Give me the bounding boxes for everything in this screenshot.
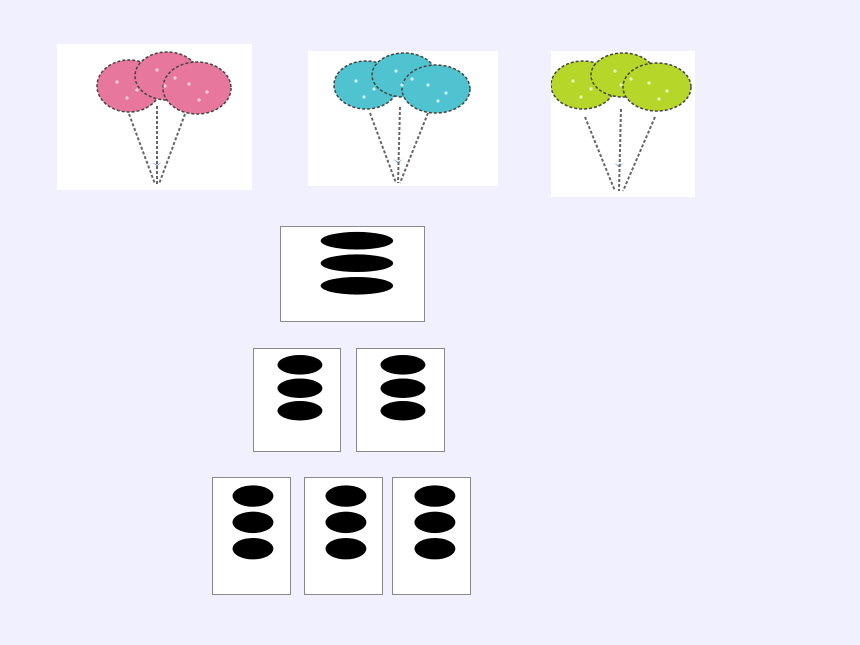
dot bbox=[320, 276, 394, 295]
dot bbox=[232, 485, 274, 507]
balloon-bunch-icon bbox=[551, 52, 692, 192]
dot-box-bottom-3 bbox=[392, 477, 471, 595]
dot-box-top bbox=[280, 226, 425, 322]
dot bbox=[325, 511, 367, 534]
dot bbox=[277, 378, 323, 399]
dot-box-bottom-1 bbox=[212, 477, 291, 595]
dot bbox=[414, 511, 456, 534]
dot bbox=[414, 537, 456, 560]
dot bbox=[232, 537, 274, 560]
dot bbox=[325, 485, 367, 507]
dot-group bbox=[414, 485, 456, 560]
dot-group bbox=[277, 355, 323, 421]
dot bbox=[325, 537, 367, 560]
balloon-card-lime bbox=[551, 51, 695, 197]
dot bbox=[380, 378, 426, 399]
dot bbox=[277, 400, 323, 421]
dot-group bbox=[232, 485, 274, 560]
dot-group bbox=[325, 485, 367, 560]
balloon-card-teal bbox=[308, 51, 498, 186]
dot-group bbox=[380, 355, 426, 421]
dot-group bbox=[320, 231, 394, 295]
balloon-bunch-icon bbox=[333, 52, 471, 184]
dot bbox=[380, 400, 426, 421]
dot bbox=[232, 511, 274, 534]
dot-box-middle-2 bbox=[356, 348, 445, 452]
balloon-card-pink bbox=[57, 44, 252, 190]
balloon-bunch-icon bbox=[96, 51, 232, 185]
dot bbox=[320, 254, 394, 273]
dot bbox=[320, 231, 394, 250]
dot bbox=[277, 355, 323, 375]
dot-box-middle-1 bbox=[253, 348, 341, 452]
dot-box-bottom-2 bbox=[304, 477, 383, 595]
dot bbox=[380, 355, 426, 375]
dot bbox=[414, 485, 456, 507]
